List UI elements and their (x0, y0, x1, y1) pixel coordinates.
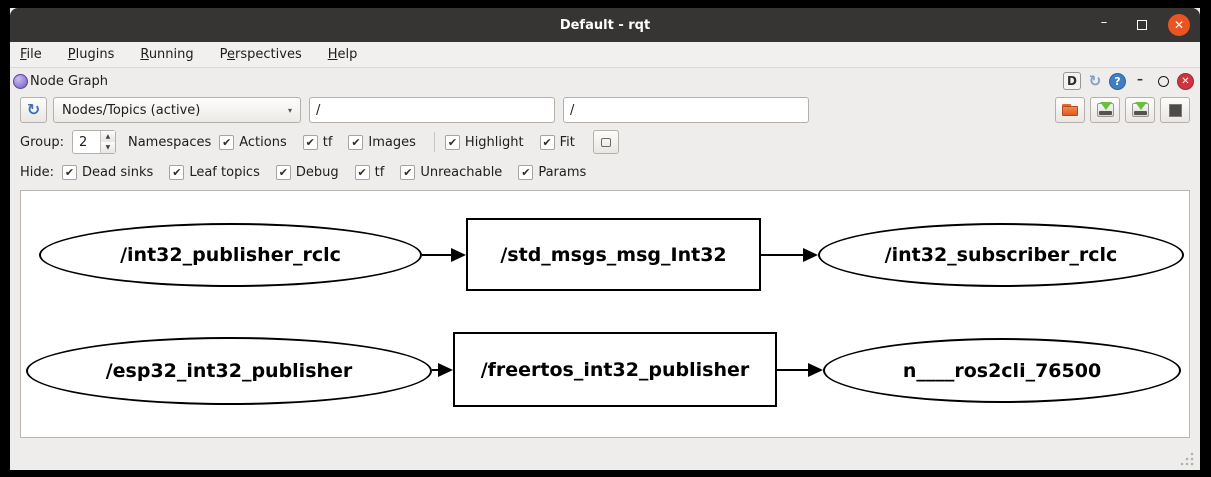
checkbox-unreachable[interactable]: ✔ Unreachable (400, 164, 502, 180)
graph-type-value: Nodes/Topics (active) (62, 102, 201, 118)
save-down-arrow-icon (1096, 102, 1114, 117)
circle-icon (1157, 75, 1169, 87)
checkmark-icon: ✔ (302, 134, 318, 150)
menu-help[interactable]: Help (327, 47, 358, 62)
window-minimize-button[interactable]: – (1100, 14, 1108, 30)
maximize-icon (1137, 20, 1147, 30)
plugin-reload-icon[interactable]: ↻ (1088, 72, 1102, 90)
window-title: Default - rqt (559, 17, 651, 33)
arrowhead-icon (451, 248, 466, 262)
checkmark-icon: ✔ (539, 134, 555, 150)
graph-type-select[interactable]: Nodes/Topics (active) ▾ (53, 97, 301, 123)
spin-up-icon[interactable]: ▲ (100, 131, 115, 142)
group-options-row: Group: 2 ▲ ▼ Namespaces ✔ Actions ✔ tf ✔… (10, 128, 1200, 156)
checkbox-dead-sinks[interactable]: ✔ Dead sinks (62, 164, 153, 180)
hide-label: Hide: (20, 164, 55, 180)
plugin-float-button[interactable] (1154, 72, 1172, 90)
node-graph-plugin-icon (13, 73, 28, 89)
checkbox-hide-tf[interactable]: ✔ tf (354, 164, 384, 180)
graph-toolbar: ↻ Nodes/Topics (active) ▾ (10, 96, 1200, 124)
checkmark-icon: ✔ (62, 164, 78, 180)
window-titlebar[interactable]: Default - rqt – ✕ (10, 8, 1200, 42)
load-dot-button[interactable] (1055, 97, 1085, 123)
rqt-window: Default - rqt – ✕ File Plugins Running P… (10, 8, 1200, 470)
menu-file[interactable]: File (20, 47, 42, 62)
graph-topic-freertos-int32-publisher[interactable]: /freertos_int32_publisher (453, 332, 777, 407)
arrowhead-icon (808, 363, 823, 377)
plugin-help-icon[interactable]: ? (1109, 72, 1126, 90)
dark-square-icon (1168, 103, 1182, 117)
checkmark-icon: ✔ (444, 134, 460, 150)
checkmark-icon: ✔ (400, 164, 416, 180)
dock-d-button[interactable]: D (1063, 72, 1081, 90)
graph-topic-std-msgs-msg-int32[interactable]: /std_msgs_msg_Int32 (466, 218, 761, 291)
checkbox-leaf-topics[interactable]: ✔ Leaf topics (169, 164, 260, 180)
checkmark-icon: ✔ (354, 164, 370, 180)
refresh-icon: ↻ (26, 100, 41, 119)
checkbox-fit[interactable]: ✔ Fit (539, 134, 575, 150)
refresh-graph-button[interactable]: ↻ (20, 97, 47, 123)
arrowhead-icon (803, 248, 818, 262)
namespaces-label: Namespaces (127, 134, 212, 150)
hide-options-row: Hide: ✔ Dead sinks ✔ Leaf topics ✔ Debug… (10, 158, 1200, 186)
node-filter-input[interactable] (309, 97, 555, 123)
dark-square-button[interactable] (1160, 97, 1190, 123)
graph-node-ros2cli-76500[interactable]: n____ros2cli_76500 (823, 338, 1181, 403)
group-level-spinner[interactable]: 2 ▲ ▼ (71, 130, 116, 154)
spin-down-icon[interactable]: ▼ (100, 142, 115, 153)
save-down-arrow-icon (1131, 102, 1149, 117)
checkbox-highlight[interactable]: ✔ Highlight (444, 134, 524, 150)
node-graph-canvas[interactable]: /int32_publisher_rclc /std_msgs_msg_Int3… (20, 190, 1190, 438)
graph-edge (777, 369, 810, 371)
checkmark-icon: ✔ (348, 134, 364, 150)
checkbox-actions[interactable]: ✔ Actions (219, 134, 287, 150)
plugin-title: Node Graph (30, 73, 108, 89)
toolbar-separator (433, 132, 435, 152)
checkmark-icon: ✔ (518, 164, 534, 180)
chevron-down-icon: ▾ (287, 105, 292, 115)
checkbox-images[interactable]: ✔ Images (348, 134, 416, 150)
graph-node-esp32-int32-publisher[interactable]: /esp32_int32_publisher (26, 337, 432, 405)
save-dot-button[interactable] (1090, 97, 1120, 123)
menu-bar: File Plugins Running Perspectives Help (10, 42, 1200, 68)
window-resize-grip[interactable] (1180, 452, 1194, 466)
arrowhead-icon (438, 363, 453, 377)
graph-node-int32-publisher-rclc[interactable]: /int32_publisher_rclc (39, 223, 422, 287)
menu-running[interactable]: Running (140, 47, 194, 62)
menu-plugins[interactable]: Plugins (67, 47, 115, 62)
fit-in-view-button[interactable] (592, 130, 619, 154)
menu-perspectives[interactable]: Perspectives (219, 47, 302, 62)
checkbox-group-tf[interactable]: ✔ tf (302, 134, 332, 150)
checkbox-params[interactable]: ✔ Params (518, 164, 586, 180)
group-label: Group: (20, 134, 64, 150)
window-maximize-button[interactable] (1130, 13, 1154, 37)
plugin-titlebar: Node Graph D ↻ ? – ✕ (10, 68, 1200, 94)
graph-edge (432, 369, 440, 371)
plugin-minimize-button[interactable]: – (1137, 72, 1143, 86)
checkmark-icon: ✔ (275, 164, 291, 180)
plugin-close-button[interactable]: ✕ (1177, 72, 1194, 90)
graph-edge (422, 254, 453, 256)
open-folder-icon (1062, 104, 1078, 116)
checkmark-icon: ✔ (169, 164, 185, 180)
topic-filter-input[interactable] (563, 97, 809, 123)
window-close-button[interactable]: ✕ (1168, 14, 1190, 36)
graph-node-int32-subscriber-rclc[interactable]: /int32_subscriber_rclc (818, 223, 1184, 287)
close-icon: ✕ (1173, 18, 1185, 32)
graph-edge (761, 254, 805, 256)
fit-in-view-icon (600, 137, 611, 147)
save-image-button[interactable] (1125, 97, 1155, 123)
checkmark-icon: ✔ (219, 134, 235, 150)
checkbox-debug[interactable]: ✔ Debug (275, 164, 339, 180)
